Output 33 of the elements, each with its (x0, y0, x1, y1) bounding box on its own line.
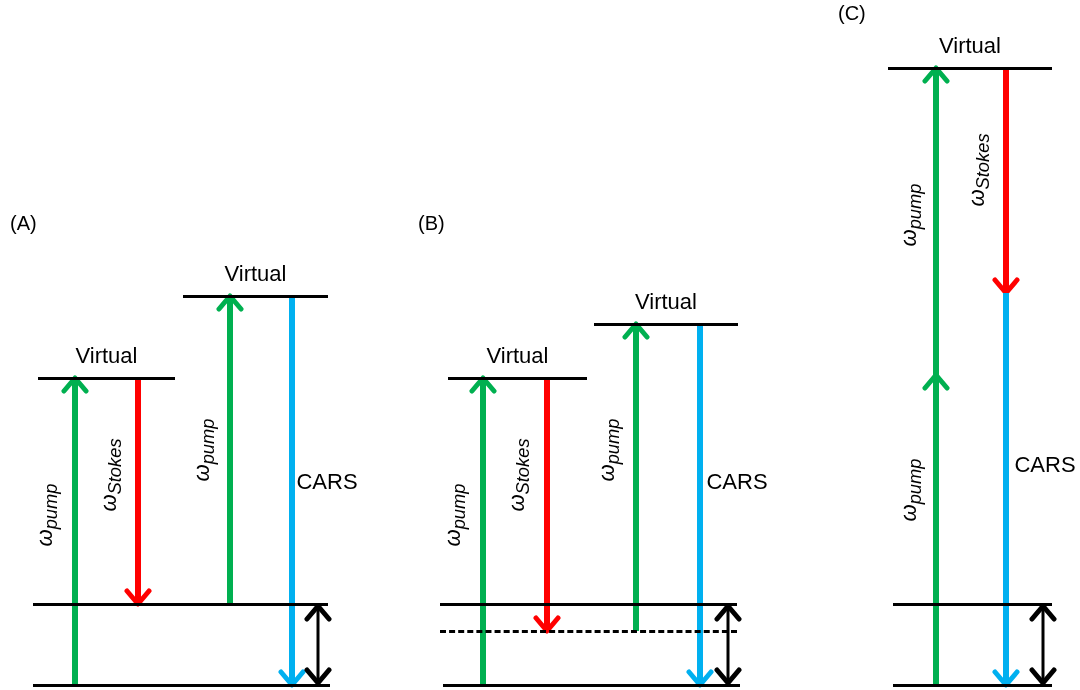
energy-level (893, 683, 1052, 687)
arrow (686, 324, 714, 688)
edge-label: CARS (296, 470, 358, 494)
level-label: Virtual (634, 288, 698, 316)
level-label: Virtual (223, 260, 288, 288)
level-label: Virtual (485, 342, 550, 370)
arrow (714, 603, 742, 686)
arrow (469, 375, 497, 685)
arrow (304, 603, 332, 686)
level-label: Virtual (938, 32, 1002, 60)
energy-level (33, 683, 330, 687)
edge-label: CARS (1014, 453, 1076, 477)
arrow (992, 68, 1020, 296)
dashed-energy-level (440, 629, 737, 633)
energy-level (893, 602, 1052, 606)
arrow (1029, 603, 1057, 686)
energy-level (443, 683, 740, 687)
arrow (278, 296, 306, 688)
arrow (216, 293, 244, 604)
panel-label: (A) (10, 212, 37, 235)
arrow (992, 293, 1020, 688)
arrow (922, 372, 950, 685)
energy-level (33, 602, 328, 606)
level-label: Virtual (74, 342, 139, 370)
energy-level (440, 602, 737, 606)
arrow (922, 65, 950, 375)
panel-label: (B) (418, 212, 445, 235)
arrow (622, 321, 650, 631)
edge-label: CARS (706, 470, 768, 494)
panel-label: (C) (838, 2, 866, 25)
arrow (533, 378, 561, 634)
arrow (124, 378, 152, 607)
arrow (61, 375, 89, 685)
